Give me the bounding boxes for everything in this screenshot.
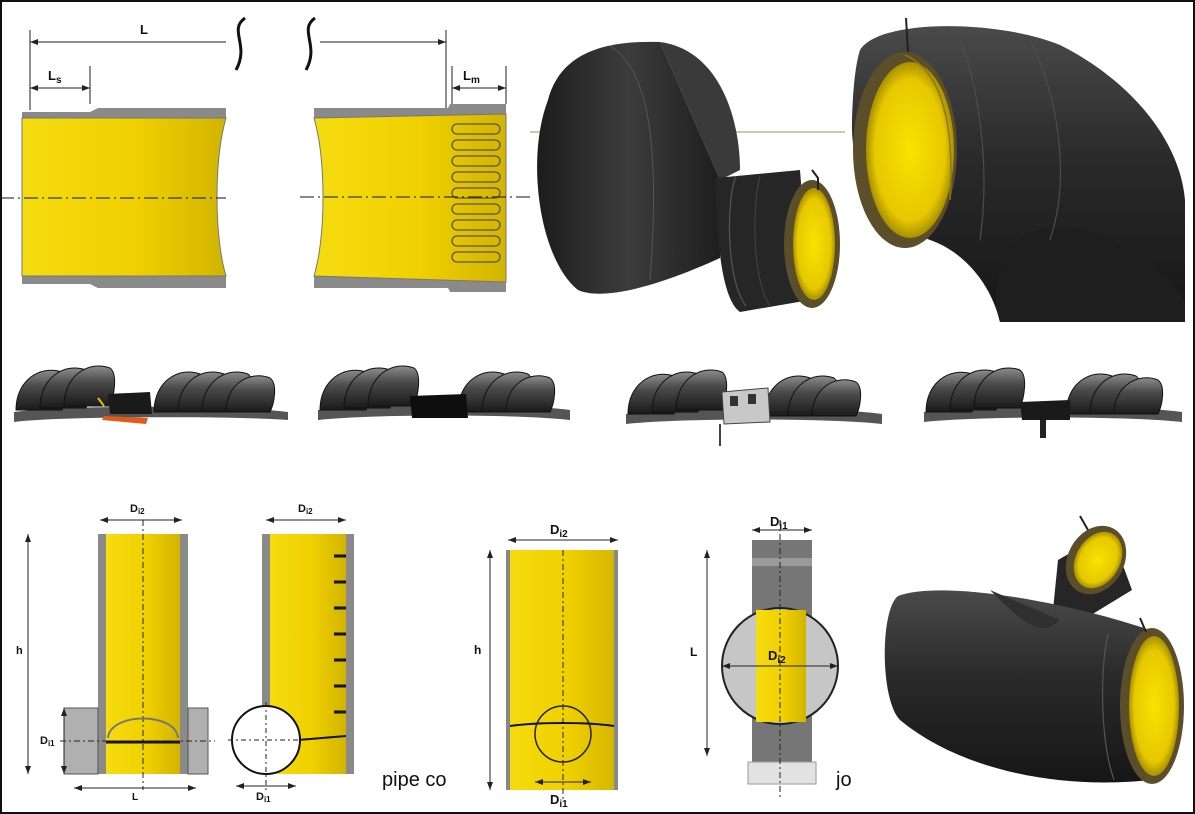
caption-left-fragment: pipe co xyxy=(382,769,447,791)
caption-right-fragment: jo xyxy=(835,769,852,791)
cross-l-label: L xyxy=(690,645,697,659)
pipe-section-drawing: L Ls Lm xyxy=(0,16,530,292)
pipe-joint-icon-4 xyxy=(924,367,1182,438)
saddle-branch-circle xyxy=(534,705,592,763)
tee-front-drawing: Di2 h Di1 L xyxy=(16,503,215,803)
saddle-h-label: h xyxy=(474,643,481,657)
tee-d1-label: Di1 xyxy=(40,735,55,748)
pipe-elbow-icon xyxy=(851,17,1185,323)
pipe-body-left xyxy=(21,117,227,277)
pipe-reducer-icon xyxy=(530,41,845,312)
side-d1-label: Di1 xyxy=(256,791,271,804)
tee-d2-label: Di2 xyxy=(130,503,145,516)
tee-l-label: L xyxy=(132,792,138,803)
pipe-wall-bottom-left xyxy=(22,276,226,288)
cross-section-drawing: Di1 Di2 L xyxy=(690,514,839,800)
tee-h-label: h xyxy=(16,645,23,657)
saddle-d1-label: Di1 xyxy=(550,792,568,810)
pipe-joint-icon-3 xyxy=(626,369,882,446)
length-label: L xyxy=(140,22,148,37)
pipe-joint-icon-2 xyxy=(318,365,570,420)
socket-grooves xyxy=(451,123,501,263)
socket-length-label: Lm xyxy=(463,68,480,86)
saddle-d2-label: Di2 xyxy=(550,522,568,540)
spigot-length-label: Ls xyxy=(48,68,62,86)
pipe-joint-icon-1 xyxy=(14,365,288,424)
side-d2-label: Di2 xyxy=(298,503,313,516)
tee-side-drawing: Di2 Di1 xyxy=(228,503,354,804)
pipe-tee-icon xyxy=(884,515,1184,784)
cross-d2-label: Di2 xyxy=(768,648,786,666)
cross-d1-label: Di1 xyxy=(770,514,788,532)
saddle-drawing: Di2 h Di1 xyxy=(474,522,618,810)
pipe-wall-top-left xyxy=(22,108,226,118)
